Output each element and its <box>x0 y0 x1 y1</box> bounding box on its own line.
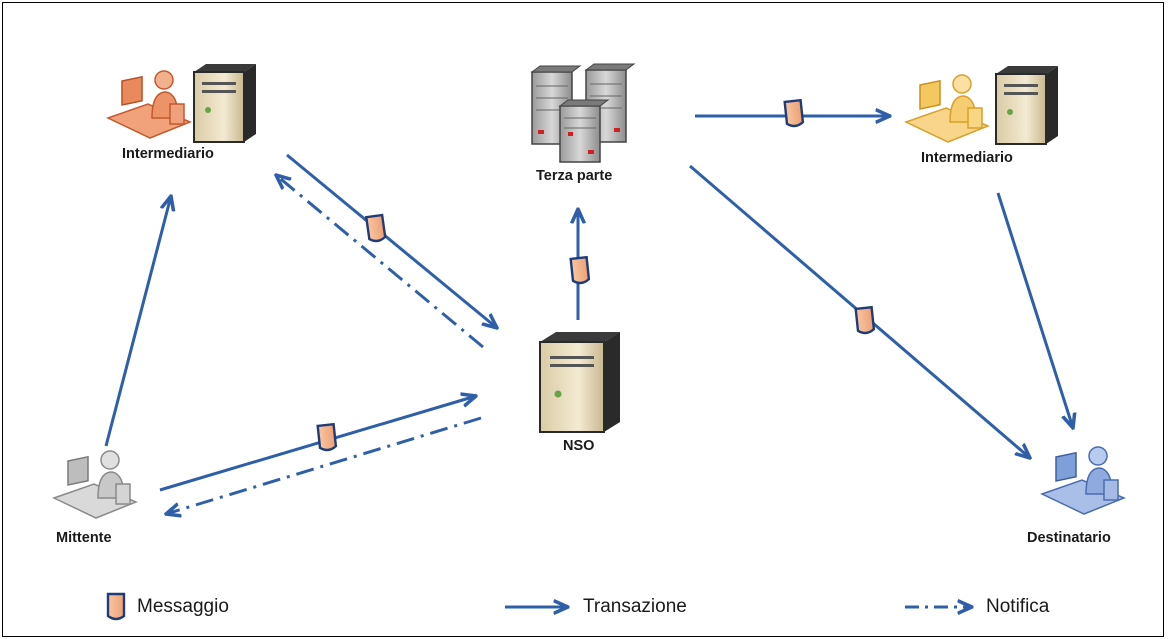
terza-parte-node <box>530 63 636 163</box>
mittente-label: Mittente <box>56 530 112 546</box>
transaction-arrow-mittente-to-nso <box>159 396 476 492</box>
intermediario-right-node <box>904 66 1058 145</box>
operator-workstation-icon <box>52 450 138 519</box>
destinatario-label: Destinatario <box>1027 530 1111 546</box>
terza-parte-label: Terza parte <box>536 168 613 184</box>
server-tower-icon <box>193 64 256 143</box>
operator-workstation-icon <box>106 70 192 139</box>
intermediario-right-label: Intermediario <box>921 150 1013 166</box>
destinatario-node <box>1040 446 1126 515</box>
message-token-terza-parte-destinatario <box>854 305 876 335</box>
operator-workstation-icon <box>904 74 990 143</box>
notification-arrow-nso-to-intermediario <box>276 175 484 349</box>
message-token-intermediario-nso <box>364 213 387 243</box>
message-token-nso-terza-parte <box>569 255 591 285</box>
server-tower-icon <box>995 66 1058 145</box>
legend-message-label: Messaggio <box>137 596 229 617</box>
operator-workstation-icon <box>1040 446 1126 515</box>
server-tower-icon <box>539 332 620 433</box>
transaction-arrow-intermediario-to-nso <box>286 153 497 328</box>
transaction-arrow-mittente-to-intermediario <box>104 196 171 447</box>
message-token-terza-parte-intermediario <box>783 98 805 128</box>
mittente-node <box>52 450 138 519</box>
message-token-mittente-nso <box>316 422 338 452</box>
transaction-arrow-intermediario-to-destinatario <box>996 192 1073 428</box>
nso-node <box>539 332 620 433</box>
intermediario-left-label: Intermediario <box>122 146 214 162</box>
legend-transaction-label: Transazione <box>583 596 687 617</box>
legend-message-symbol <box>106 592 126 621</box>
server-cluster-icon <box>530 63 636 163</box>
legend-notification-label: Notifica <box>986 596 1050 617</box>
nso-label: NSO <box>563 438 595 454</box>
intermediario-left-node <box>106 64 256 143</box>
